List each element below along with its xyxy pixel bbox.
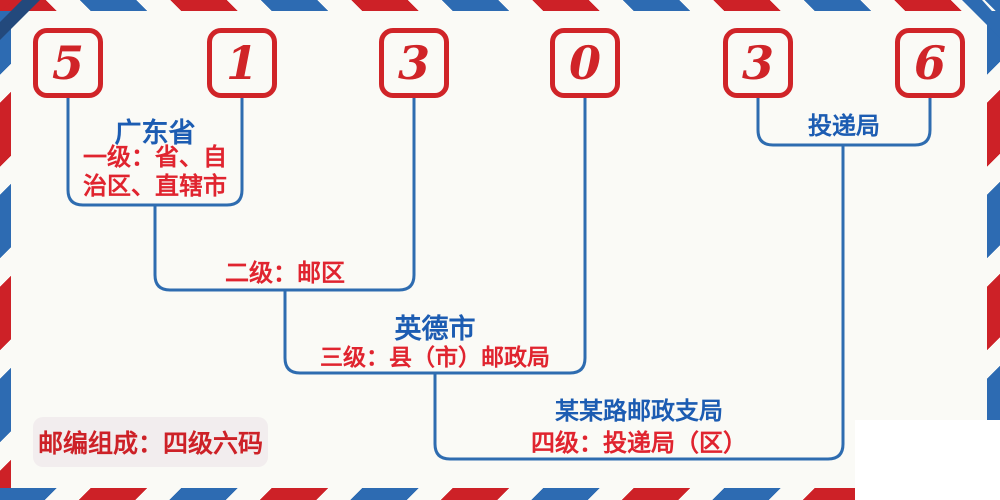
level4-office-label: 某某路邮政支局 bbox=[555, 398, 723, 425]
postal-digit-1: 5 bbox=[51, 36, 84, 90]
postal-digit-box-3: 3 bbox=[379, 28, 449, 98]
postal-digit-4: 0 bbox=[568, 36, 601, 90]
airmail-border-left bbox=[0, 11, 11, 488]
postal-digit-box-5: 3 bbox=[723, 28, 793, 98]
postal-digit-5: 3 bbox=[741, 36, 774, 90]
bracket-delivery-pair bbox=[756, 98, 932, 147]
airmail-border-top bbox=[0, 0, 1000, 11]
corner-fold-top-left-red bbox=[0, 0, 14, 11]
level1-description-label: 一级：省、自 治区、直辖市 bbox=[55, 143, 255, 201]
postal-digit-box-6: 6 bbox=[895, 28, 965, 98]
bracket-level-4 bbox=[433, 145, 845, 461]
postal-digit-3: 3 bbox=[397, 36, 430, 90]
postal-digit-2: 1 bbox=[225, 36, 258, 90]
postal-digit-6: 6 bbox=[913, 36, 946, 90]
corner-fold-top-right bbox=[962, 0, 1000, 38]
level2-description-label: 二级：邮区 bbox=[225, 260, 345, 287]
level1-description-line1: 一级：省、自 bbox=[83, 144, 227, 171]
level3-description-label: 三级：县（市）邮政局 bbox=[320, 344, 550, 370]
postal-digit-box-2: 1 bbox=[207, 28, 277, 98]
level4-description-label: 四级：投递局（区） bbox=[531, 430, 747, 457]
corner-fold-top-left-navy bbox=[0, 0, 40, 40]
footer-note-pill: 邮编组成：四级六码 bbox=[33, 417, 268, 467]
postal-digit-box-4: 0 bbox=[550, 28, 620, 98]
airmail-border-right bbox=[987, 11, 1000, 420]
level1-description-line2: 治区、直辖市 bbox=[83, 173, 227, 200]
delivery-office-label: 投递局 bbox=[808, 113, 880, 140]
postal-digit-box-1: 5 bbox=[33, 28, 103, 98]
level3-city-label: 英德市 bbox=[394, 314, 476, 344]
footer-note-text: 邮编组成：四级六码 bbox=[37, 430, 263, 458]
bottom-right-blank-area bbox=[855, 420, 1000, 500]
airmail-border-bottom bbox=[0, 488, 855, 500]
level1-region-label: 广东省 bbox=[114, 118, 196, 148]
